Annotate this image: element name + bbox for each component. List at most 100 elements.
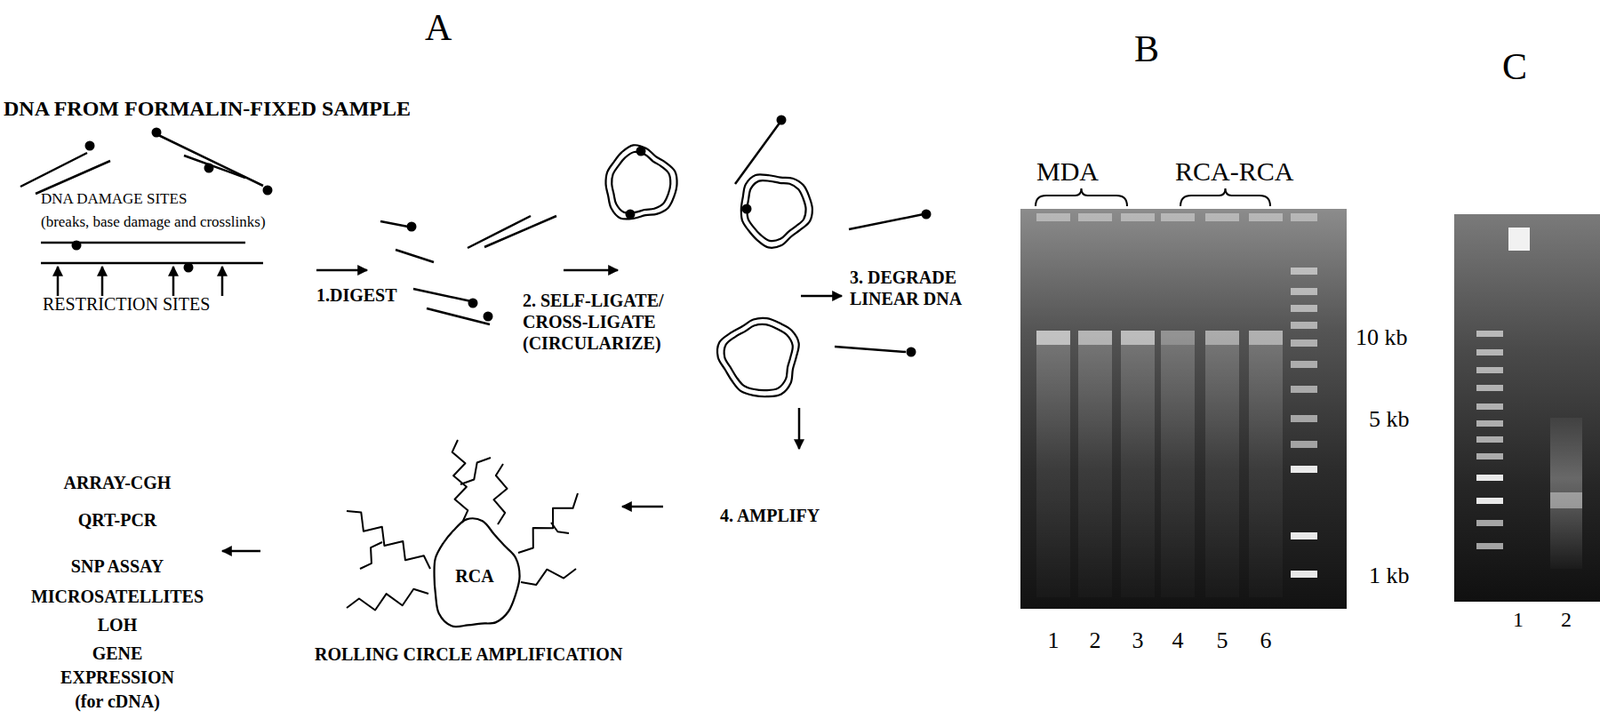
step-arrow xyxy=(622,505,664,509)
gel-smear xyxy=(1248,330,1283,598)
amplified-strand xyxy=(460,457,491,485)
dna-fragment xyxy=(484,216,557,248)
step-arrow xyxy=(316,269,368,272)
dna-strand xyxy=(40,262,264,265)
step-arrow xyxy=(172,266,176,296)
lane-number: 2 xyxy=(1081,626,1109,655)
damage-dot xyxy=(468,298,479,309)
lane-number: 2 xyxy=(1552,607,1580,633)
damage-dot xyxy=(906,347,917,358)
application-label: QRT-PCR xyxy=(1,509,233,531)
gel-image xyxy=(1454,214,1600,602)
ladder-band xyxy=(1290,360,1318,368)
amplified-strand xyxy=(346,511,431,569)
gel-smear xyxy=(1078,330,1112,598)
dna-fragment xyxy=(35,160,111,194)
damage-note: DNA DAMAGE SITES xyxy=(40,190,187,208)
circular-dna xyxy=(605,144,677,219)
circular-dna xyxy=(724,324,793,391)
step-arrow xyxy=(563,269,618,272)
lane-number: 6 xyxy=(1252,626,1280,655)
gel-smear xyxy=(1160,330,1195,598)
amplified-strand xyxy=(520,568,576,585)
circle-outline-path xyxy=(433,518,520,627)
circular-dna xyxy=(717,318,800,397)
gel-well xyxy=(1160,213,1195,222)
circular-dna xyxy=(746,180,806,241)
method-caption: ROLLING CIRCLE AMPLIFICATION xyxy=(314,643,623,665)
ladder-band xyxy=(1290,532,1318,540)
ladder-band xyxy=(1290,321,1318,329)
site-label: RESTRICTION SITES xyxy=(42,293,210,315)
step-label: 3. DEGRADE LINEAR DNA xyxy=(849,266,984,310)
step-arrow xyxy=(222,550,261,553)
gel-well xyxy=(1290,213,1318,222)
ladder-band xyxy=(1476,349,1504,356)
step-arrow xyxy=(101,266,104,296)
step-label: 4. AMPLIFY xyxy=(720,504,820,527)
gel-smear xyxy=(1120,330,1155,598)
damage-dot xyxy=(625,209,636,220)
damage-note: (breaks, base damage and crosslinks) xyxy=(40,213,266,232)
size-marker: 1 kb xyxy=(1368,561,1410,590)
ladder-band xyxy=(1476,367,1504,374)
ladder-band xyxy=(1476,543,1504,550)
amplified-strand xyxy=(518,493,578,553)
amplified-strand xyxy=(493,464,507,525)
size-marker: 10 kb xyxy=(1355,323,1408,352)
panel-letter: C xyxy=(1502,44,1528,89)
dna-fragment xyxy=(380,221,408,227)
dna-fragment xyxy=(184,155,246,178)
gel-band xyxy=(1550,492,1583,509)
dna-strand xyxy=(40,241,246,245)
lane-number: 4 xyxy=(1164,626,1192,655)
damage-dot xyxy=(921,209,932,220)
gel-well xyxy=(1120,213,1155,222)
gel-well xyxy=(1508,227,1530,251)
gel-band xyxy=(1160,330,1195,345)
step-label: 1.DIGEST xyxy=(316,284,398,306)
sample-heading: DNA FROM FORMALIN-FIXED SAMPLE xyxy=(3,96,411,122)
amplified-strand xyxy=(551,522,569,534)
application-label: MICROSATELLITES xyxy=(1,585,233,608)
panel-letter: B xyxy=(1134,26,1160,72)
dna-fragment xyxy=(426,308,490,325)
lane-number: 1 xyxy=(1504,607,1532,633)
damage-dot xyxy=(263,185,273,196)
dna-fragment xyxy=(834,346,906,352)
dna-fragment xyxy=(848,214,924,230)
gel-smear xyxy=(1205,330,1240,598)
application-label: LOH xyxy=(1,614,233,636)
gel-band xyxy=(1205,330,1240,345)
ladder-band xyxy=(1476,453,1504,460)
damage-dot xyxy=(636,146,647,157)
gel-band xyxy=(1120,330,1155,345)
lane-bracket xyxy=(1180,188,1271,207)
gel-well xyxy=(1248,213,1283,222)
amplified-strand xyxy=(346,589,429,611)
application-label: SNP ASSAY xyxy=(1,555,233,577)
ladder-band xyxy=(1290,440,1318,448)
amplified-strand xyxy=(360,542,383,569)
damage-dot xyxy=(407,222,417,232)
size-marker: 5 kb xyxy=(1368,405,1410,433)
gel-well xyxy=(1205,213,1240,222)
circular-dna xyxy=(611,152,671,214)
ladder-band xyxy=(1476,497,1504,504)
group-label: MDA xyxy=(1036,155,1099,188)
ladder-band xyxy=(1290,570,1318,578)
gel-well xyxy=(1036,213,1071,222)
panel-letter: A xyxy=(424,5,452,50)
dna-fragment xyxy=(735,121,781,184)
damage-dot xyxy=(204,163,215,174)
node-text: RCA xyxy=(455,566,494,587)
ladder-band xyxy=(1290,288,1318,296)
ladder-band xyxy=(1290,465,1318,473)
gel-well xyxy=(1078,213,1112,222)
ladder-band xyxy=(1476,436,1504,443)
damage-dot xyxy=(85,141,96,152)
dna-fragment xyxy=(20,152,88,187)
ladder-band xyxy=(1290,385,1318,393)
ladder-band xyxy=(1476,420,1504,427)
gel-smear xyxy=(1036,330,1071,598)
